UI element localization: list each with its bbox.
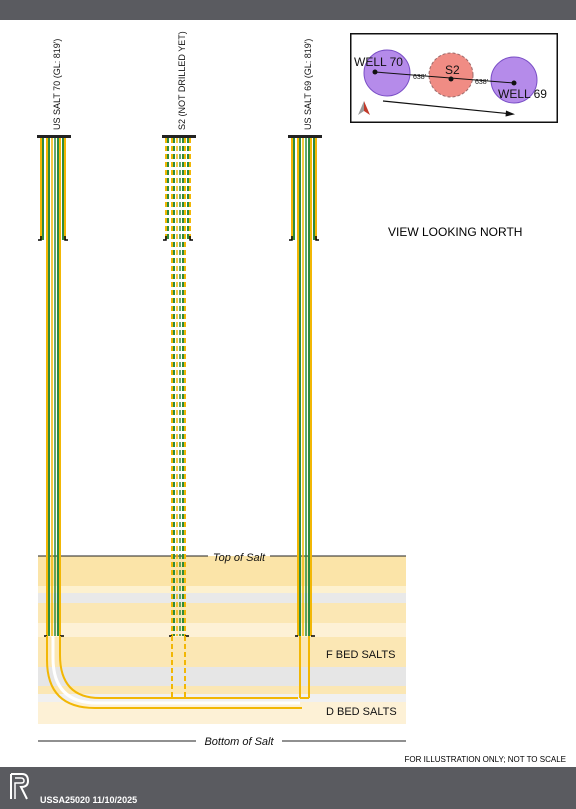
map-well-70-label: WELL 70: [354, 55, 403, 69]
s2-casing: [162, 135, 196, 700]
inset-plan-map: WELL 70 S2 WELL 69 638' 638': [350, 33, 558, 123]
bottom-bar: [0, 767, 576, 809]
map-well-69-label: WELL 69: [498, 87, 547, 101]
well-70-label: US SALT 70 (GL: 819'): [52, 39, 62, 130]
salt-layer: [38, 586, 406, 593]
well-70-point: [372, 69, 378, 75]
salt-layer: [38, 556, 406, 586]
salt-layer: [38, 623, 406, 637]
north-arrow-icon: [358, 101, 370, 115]
view-label: VIEW LOOKING NORTH: [388, 225, 523, 239]
direction-arrow-line: [382, 100, 513, 115]
document-code: USSA25020 11/10/2025: [40, 795, 138, 805]
well-connector-line: [374, 71, 515, 84]
salt-layer: [38, 593, 406, 603]
f-bed-salts-label: F BED SALTS: [326, 649, 395, 661]
salt-layer: [38, 686, 406, 694]
top-bar: [0, 0, 576, 20]
map-s2-label: S2: [445, 63, 460, 77]
company-logo-icon: [10, 773, 30, 800]
well-69-casing: [288, 135, 322, 699]
well-70-casing: [37, 135, 302, 709]
top-of-salt-label: Top of Salt: [213, 552, 266, 564]
well-69-marker: [490, 56, 538, 104]
arrowhead-icon: [505, 110, 515, 117]
salt-layer: [38, 637, 406, 667]
disclaimer: FOR ILLUSTRATION ONLY; NOT TO SCALE: [404, 755, 566, 764]
d-bed-salts-label: D BED SALTS: [326, 706, 397, 718]
s2-label: S2 (NOT DRILLED YET): [177, 31, 187, 130]
salt-layer: [38, 603, 406, 623]
bottom-of-salt-label: Bottom of Salt: [204, 736, 274, 748]
s2-marker: [428, 52, 474, 98]
map-distance-left: 638': [413, 74, 426, 81]
map-distance-right: 638': [475, 79, 488, 86]
s2-point: [448, 76, 454, 82]
salt-layer: [38, 667, 406, 686]
well-69-label: US SALT 69 (GL: 819'): [303, 39, 313, 130]
well-69-point: [511, 80, 517, 86]
